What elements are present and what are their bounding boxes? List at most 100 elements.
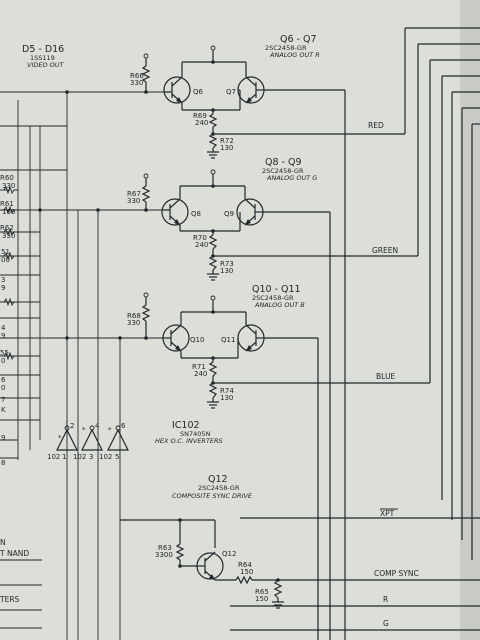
- left-fragment: 55: [0, 349, 9, 357]
- stage-q12: R63 3300 Q12 R64 150 R65 150: [120, 518, 480, 609]
- q11-label: Q11: [221, 336, 235, 344]
- q12-transistor: [196, 552, 224, 580]
- gate1-pin: 2: [70, 422, 74, 430]
- signal-r-label: R: [383, 595, 388, 604]
- gate3-pin: 6: [121, 422, 126, 430]
- gate2-label: 102: [73, 453, 86, 461]
- q8-transistor: [161, 198, 189, 226]
- left-clipped-labels: R60 330 R61 160 R62 330 51 00 3 9 4 9 55…: [0, 174, 15, 467]
- q10-q11-part: 2SC2458-GR: [252, 294, 294, 302]
- q12-title: Q12: [208, 474, 228, 485]
- gate1-sub: 1: [62, 453, 66, 461]
- title-q8-q9: Q8 - Q9 2SC2458-GR ANALOG OUT G: [262, 157, 317, 182]
- q8-label: Q8: [191, 210, 201, 218]
- gate3-label: 102: [99, 453, 112, 461]
- r72-ref: R72: [220, 137, 234, 145]
- left-fragment: R61: [0, 200, 14, 208]
- r64-value: 150: [240, 568, 253, 576]
- ic102-title: IC102: [172, 420, 200, 431]
- q8-q9-title: Q8 - Q9: [265, 157, 302, 168]
- left-fragment: 8: [1, 459, 5, 467]
- r63-ref: R63: [158, 544, 172, 552]
- d5-part: 1SS119: [30, 54, 55, 62]
- r67-ref: R67: [127, 190, 141, 198]
- gate1-label: 102: [47, 453, 60, 461]
- ic102-function: HEX O.C. INVERTERS: [155, 437, 223, 445]
- q6-q7-function: ANALOG OUT R: [269, 51, 320, 59]
- left-bottom-labels: N T NAND TERS: [0, 538, 29, 604]
- r71-value: 240: [194, 370, 207, 378]
- stage-blue: R68 330 Q10 Q11 R71 240: [127, 292, 430, 640]
- signal-red-label: RED: [368, 121, 384, 130]
- r65-value: 150: [255, 595, 268, 603]
- gate1-star: *: [58, 434, 62, 442]
- q7-label: Q7: [226, 88, 236, 96]
- q10-q11-title: Q10 - Q11: [252, 284, 301, 295]
- r74-ref: R74: [220, 387, 234, 395]
- title-d5-d16: D5 - D16 1SS119 VIDEO OUT: [22, 44, 65, 69]
- r68-value: 330: [127, 319, 140, 327]
- q12-part: 2SC2458-GR: [198, 484, 240, 492]
- q6-transistor: [163, 76, 191, 104]
- paper-edge-shadow: [460, 0, 480, 640]
- gate3-sub: 5: [115, 453, 119, 461]
- r66-ref: R66: [130, 72, 144, 80]
- q10-q11-function: ANALOG OUT B: [254, 301, 305, 309]
- left-fragment: 3: [1, 276, 5, 284]
- inverter-gate-3: [107, 428, 129, 451]
- q8-q9-part: 2SC2458-GR: [262, 167, 304, 175]
- r69-ref: R69: [193, 112, 207, 120]
- signal-blue-label: BLUE: [376, 372, 395, 381]
- left-fragment: R62: [0, 224, 14, 232]
- q10-label: Q10: [190, 336, 204, 344]
- clipped-n: N: [0, 538, 6, 547]
- ic102-part: SN7405N: [180, 430, 211, 438]
- left-fragment: 9: [1, 434, 5, 442]
- left-resistors: [3, 185, 18, 361]
- left-fragment: R60: [0, 174, 14, 182]
- gate2-pin: 4: [95, 422, 100, 430]
- left-fragment: 330: [2, 232, 15, 240]
- stage-red: R66 330 Q6 Q7 R69 240: [130, 45, 405, 640]
- title-ic102: IC102 SN7405N HEX O.C. INVERTERS: [155, 420, 223, 445]
- ic102-gates: * 2 102 1 * 4 102 3 * 6 102 5: [47, 420, 129, 461]
- left-fragment: 0: [1, 357, 5, 365]
- q12-function: COMPOSITE SYNC DRIVE: [172, 492, 253, 500]
- r63-value: 3300: [155, 551, 173, 559]
- r65-ref: R65: [255, 588, 269, 596]
- left-fragment: 51: [1, 248, 10, 256]
- r67-value: 330: [127, 197, 140, 205]
- r69-value: 240: [195, 119, 208, 127]
- left-fragment: 330: [2, 182, 15, 190]
- q6-q7-title: Q6 - Q7: [280, 34, 317, 45]
- q6-label: Q6: [193, 88, 204, 96]
- clipped-nand: T NAND: [0, 549, 29, 558]
- left-fragment: 0: [1, 384, 5, 392]
- left-fragment: 7: [1, 396, 5, 404]
- d5-function: VIDEO OUT: [27, 61, 65, 69]
- r73-ref: R73: [220, 260, 234, 268]
- q9-label: Q9: [224, 210, 234, 218]
- q6-q7-part: 2SC2458-GR: [265, 44, 307, 52]
- q12-label: Q12: [222, 550, 236, 558]
- signal-g-label: G: [383, 619, 389, 628]
- r72-value: 130: [220, 144, 233, 152]
- stage-green: R67 330 Q8 Q9 R70 240: [127, 169, 418, 640]
- gate3-star: *: [108, 426, 112, 434]
- title-q6-q7: Q6 - Q7 2SC2458-GR ANALOG OUT R: [265, 34, 320, 59]
- gate2-sub: 3: [89, 453, 93, 461]
- right-bus: [404, 27, 480, 560]
- left-fragment: 9: [1, 332, 5, 340]
- clipped-ters: TERS: [0, 595, 20, 604]
- lower-signals: XPT COMP SYNC R G: [230, 508, 480, 631]
- title-q10-q11: Q10 - Q11 2SC2458-GR ANALOG OUT B: [252, 284, 305, 309]
- r68-ref: R68: [127, 312, 141, 320]
- r70-ref: R70: [193, 234, 207, 242]
- left-fragment: K: [1, 406, 6, 414]
- q8-q9-function: ANALOG OUT G: [266, 174, 317, 182]
- left-fragment: 6: [1, 376, 6, 384]
- r64-ref: R64: [238, 561, 252, 569]
- left-fragment: 9: [1, 284, 5, 292]
- signal-green-label: GREEN: [372, 246, 398, 255]
